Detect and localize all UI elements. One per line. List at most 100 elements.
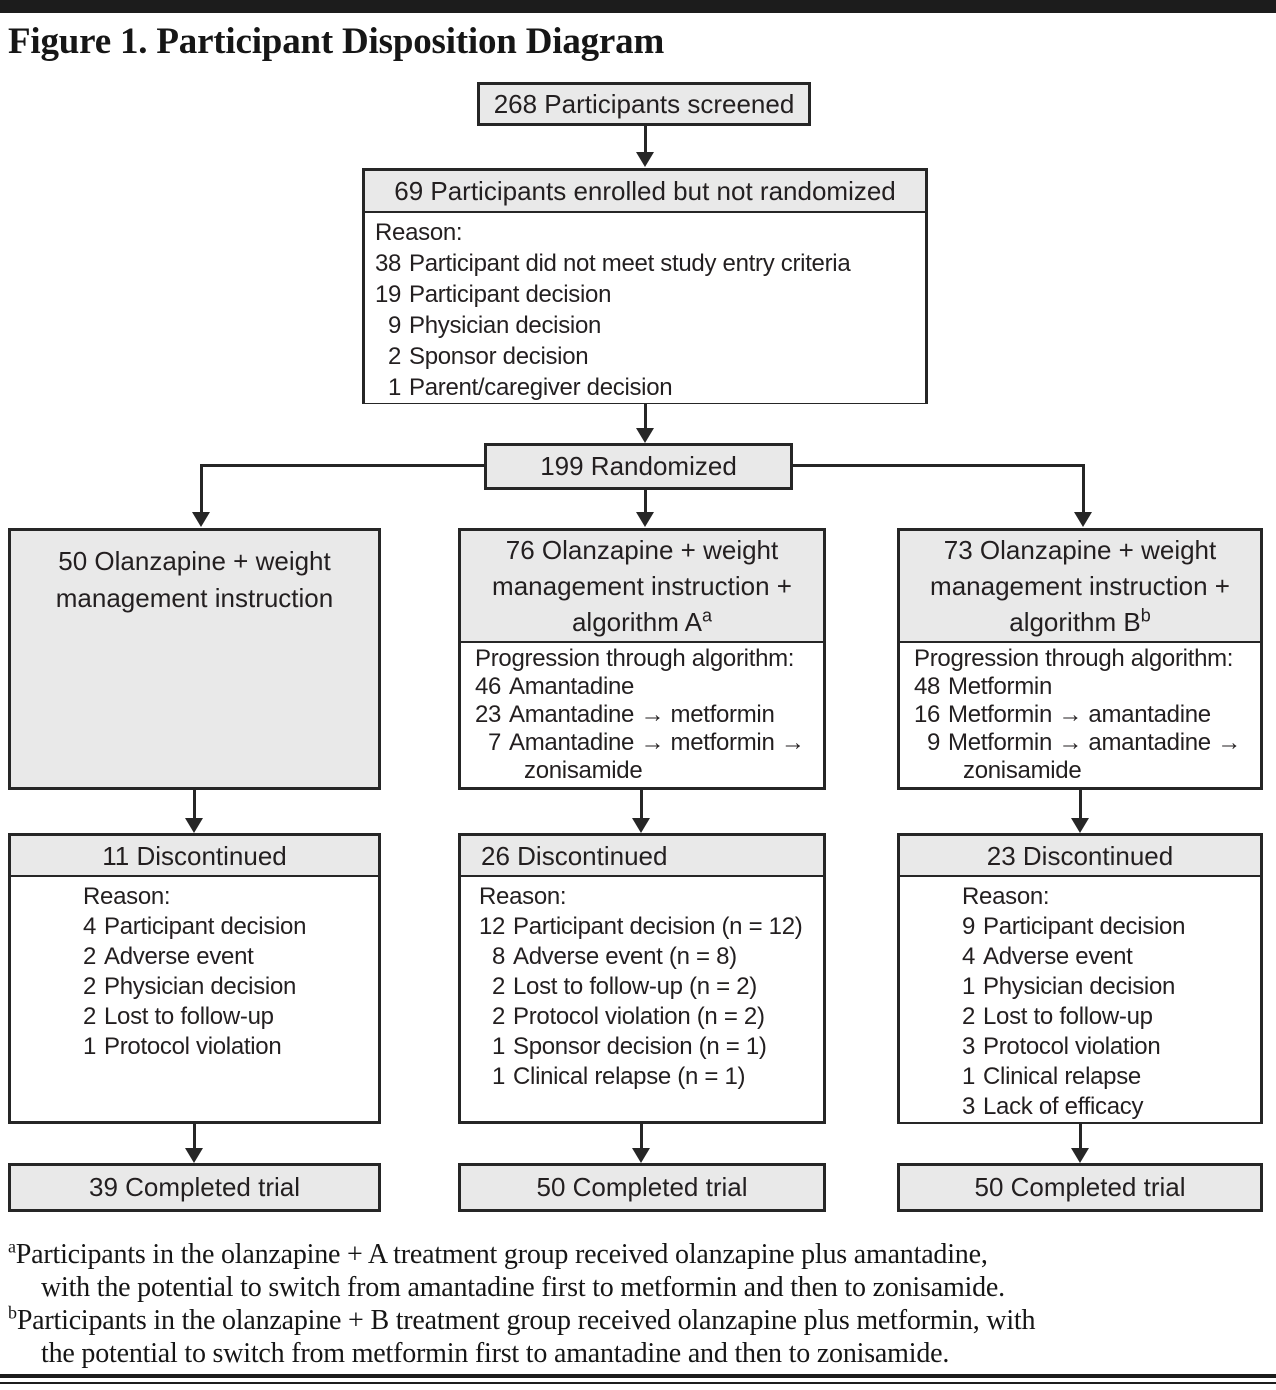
footnote-b: bParticipants in the olanzapine + B trea…: [8, 1304, 1264, 1370]
arm-box-algorithm-b: 73 Olanzapine + weight management instru…: [897, 528, 1263, 790]
footnote-line: bParticipants in the olanzapine + B trea…: [8, 1302, 1036, 1336]
branch-connector-left: [200, 464, 484, 467]
progression-row: zonisamide: [963, 757, 1082, 784]
randomized-box: 199 Randomized: [484, 443, 793, 490]
top-rule: [0, 0, 1276, 13]
down-arrow-icon: [636, 512, 654, 527]
arm-box-algorithm-a: 76 Olanzapine + weight management instru…: [458, 528, 826, 790]
enrolled-not-randomized-box: 69 Participants enrolled but not randomi…: [362, 168, 928, 404]
footnote-line: with the potential to switch from amanta…: [41, 1272, 1005, 1303]
footnote-marker: a: [702, 605, 713, 626]
down-arrow-icon: [632, 1148, 650, 1163]
discontinued-header: 23 Discontinued: [900, 836, 1260, 877]
down-arrow-stem: [193, 1124, 196, 1150]
screened-box: 268 Participants screened: [477, 82, 811, 126]
discontinued-header: 26 Discontinued: [461, 836, 823, 877]
down-arrow-icon: [185, 818, 203, 833]
down-arrow-icon: [192, 512, 210, 527]
reason-label: Reason:: [479, 883, 567, 910]
down-arrow-stem: [1079, 790, 1082, 818]
footnote-marker: b: [8, 1302, 17, 1323]
down-arrow-icon: [636, 152, 654, 167]
footnote-a: aParticipants in the olanzapine + A trea…: [8, 1238, 1264, 1304]
footnote-marker: a: [8, 1236, 16, 1257]
figure-title: Figure 1. Participant Disposition Diagra…: [8, 21, 665, 62]
down-arrow-stem: [1079, 1124, 1082, 1150]
footnote-line: the potential to switch from metformin f…: [41, 1338, 950, 1369]
branch-connector-right: [793, 464, 1084, 467]
footnote-marker: b: [1140, 605, 1151, 626]
discontinued-header: 11 Discontinued: [11, 836, 378, 877]
enrolled-header: 69 Participants enrolled but not randomi…: [365, 171, 925, 213]
down-arrow-icon: [1074, 512, 1092, 527]
down-arrow-icon: [1071, 1148, 1089, 1163]
completed-box-2: 50 Completed trial: [458, 1163, 826, 1212]
bottom-rule-thin: [0, 1382, 1276, 1384]
down-arrow-stem: [193, 790, 196, 818]
progression-row: zonisamide: [524, 757, 643, 784]
completed-box-3: 50 Completed trial: [897, 1163, 1263, 1212]
footnotes: aParticipants in the olanzapine + A trea…: [8, 1238, 1264, 1370]
arm-header: 73 Olanzapine + weight management instru…: [900, 531, 1260, 643]
down-arrow-stem: [644, 126, 647, 154]
down-arrow-stem: [644, 404, 647, 430]
down-arrow-icon: [185, 1148, 203, 1163]
down-arrow-stem: [640, 790, 643, 818]
reason-label: Reason:: [962, 883, 1050, 910]
footnote-line: aParticipants in the olanzapine + A trea…: [8, 1236, 988, 1270]
down-arrow-icon: [632, 818, 650, 833]
progression-label: Progression through algorithm:: [475, 645, 795, 672]
arm-header: 76 Olanzapine + weight management instru…: [461, 531, 823, 643]
down-arrow-stem: [644, 490, 647, 514]
down-arrow-stem: [200, 464, 203, 514]
bottom-rule-thick: [0, 1374, 1276, 1378]
down-arrow-stem: [640, 1124, 643, 1150]
arm-box-olanzapine-wmi: 50 Olanzapine + weight management instru…: [8, 528, 381, 790]
arm-header: 50 Olanzapine + weight management instru…: [55, 546, 334, 613]
down-arrow-icon: [1071, 818, 1089, 833]
completed-box-1: 39 Completed trial: [8, 1163, 381, 1212]
down-arrow-icon: [636, 428, 654, 443]
down-arrow-stem: [1082, 464, 1085, 514]
reason-label: Reason:: [83, 883, 171, 910]
